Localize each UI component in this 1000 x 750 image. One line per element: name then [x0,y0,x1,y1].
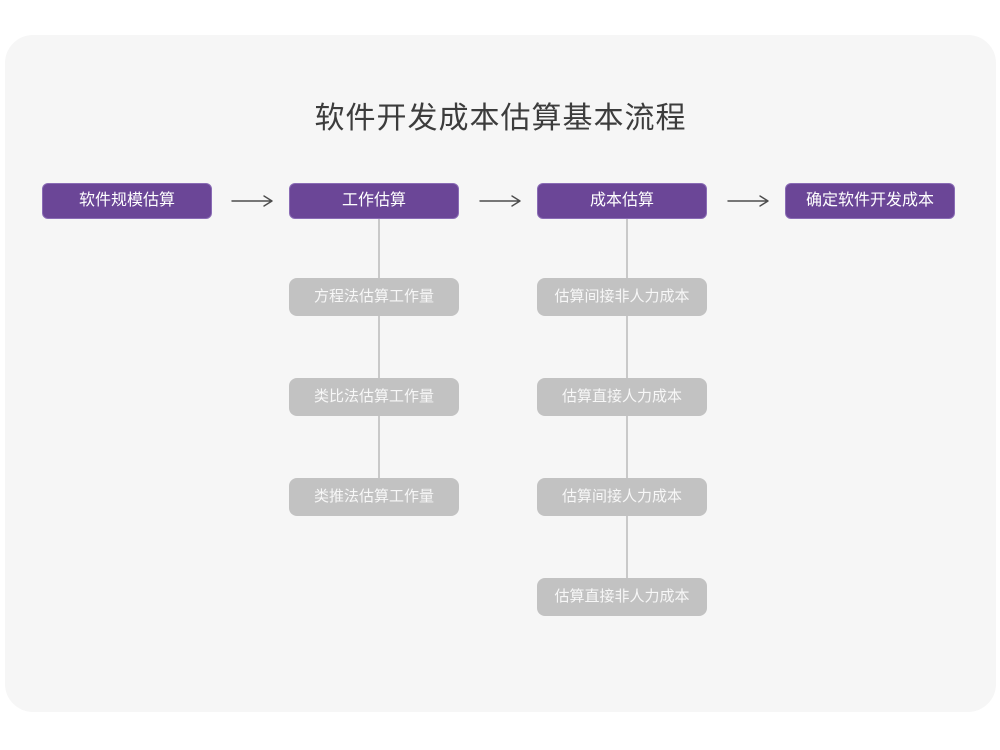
node-software-scale-estimation: 软件规模估算 [42,183,212,219]
connector-line-work-column [378,218,380,478]
node-direct-labor-cost: 估算直接人力成本 [537,378,707,416]
arrow-right-icon [727,195,769,207]
node-extrapolation-method-effort: 类推法估算工作量 [289,478,459,516]
flowchart-card: 软件开发成本估算基本流程 软件规模估算 工作估算 成本估算 确定软件开发成本 方… [5,35,996,712]
node-work-estimation: 工作估算 [289,183,459,219]
node-equation-method-effort: 方程法估算工作量 [289,278,459,316]
page-title: 软件开发成本估算基本流程 [314,102,687,135]
node-indirect-nonlabor-cost: 估算间接非人力成本 [537,278,707,316]
node-indirect-labor-cost: 估算间接人力成本 [537,478,707,516]
arrow-right-icon [479,195,521,207]
node-cost-estimation: 成本估算 [537,183,707,219]
arrow-right-icon [231,195,273,207]
node-determine-development-cost: 确定软件开发成本 [785,183,955,219]
node-direct-nonlabor-cost: 估算直接非人力成本 [537,578,707,616]
node-analogy-method-effort: 类比法估算工作量 [289,378,459,416]
